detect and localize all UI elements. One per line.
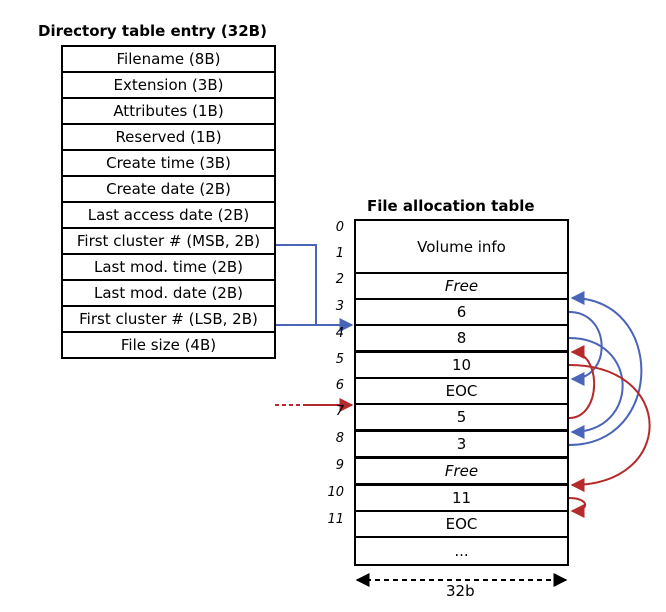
dir-field-attributes: Attributes (1B) [61, 97, 276, 125]
fat-index-7: 7 [335, 404, 344, 419]
blue-chain-arrow-6-to-8 [568, 337, 624, 439]
first-cluster-pointer [276, 244, 354, 332]
fat-entry-5: 10 [354, 351, 569, 379]
dir-field-extension: Extension (3B) [61, 71, 276, 99]
dir-field-create-time: Create time (3B) [61, 149, 276, 177]
fat-index-11: 11 [327, 512, 344, 527]
fat-entry-8: 3 [354, 430, 569, 458]
fat-index-1: 1 [335, 246, 344, 261]
fat-ellipsis-row: ... [354, 536, 569, 566]
fat-entry-11: EOC [354, 510, 569, 538]
fat-index-0: 0 [335, 220, 344, 235]
dir-field-first-cluster-msb: First cluster # (MSB, 2B) [61, 227, 276, 255]
dir-field-last-access-date: Last access date (2B) [61, 201, 276, 229]
fat-entry-6: EOC [354, 377, 569, 405]
fat-index-8: 8 [335, 431, 344, 446]
fat-index-10: 10 [327, 485, 344, 500]
dir-field-filename: Filename (8B) [61, 45, 276, 73]
dir-field-first-cluster-lsb: First cluster # (LSB, 2B) [61, 305, 276, 333]
fat-title: File allocation table [367, 197, 535, 215]
dir-field-file-size: File size (4B) [61, 331, 276, 359]
fat-entry-9: Free [354, 457, 569, 485]
fat-volume-info: Volume info [354, 219, 569, 274]
red-chain-arrow-10-to-11 [568, 497, 587, 518]
fat-entry-4: 8 [354, 324, 569, 352]
fat-entry-10: 11 [354, 484, 569, 512]
fat-index-9: 9 [335, 458, 344, 473]
fat-index-5: 5 [335, 352, 344, 367]
dir-field-last-mod-date: Last mod. date (2B) [61, 279, 276, 307]
fat-index-4: 4 [335, 326, 344, 341]
fat-index-2: 2 [335, 272, 344, 287]
fat-entry-7: 5 [354, 403, 569, 431]
fat-width-label: 32b [446, 582, 475, 600]
directory-table-title: Directory table entry (32B) [38, 22, 267, 40]
blue-chain-arrow-8-to-3 [568, 291, 643, 446]
fat-entry-3: 6 [354, 298, 569, 326]
red-chain-arrow-7-to-5 [568, 345, 596, 419]
red-chain-arrow-5-to-10 [568, 364, 651, 492]
dir-field-last-mod-time: Last mod. time (2B) [61, 253, 276, 281]
fat-entry-2: Free [354, 272, 569, 300]
fat-index-6: 6 [335, 378, 344, 393]
dir-field-reserved: Reserved (1B) [61, 123, 276, 151]
fat-index-3: 3 [335, 299, 344, 314]
dir-field-create-date: Create date (2B) [61, 175, 276, 203]
